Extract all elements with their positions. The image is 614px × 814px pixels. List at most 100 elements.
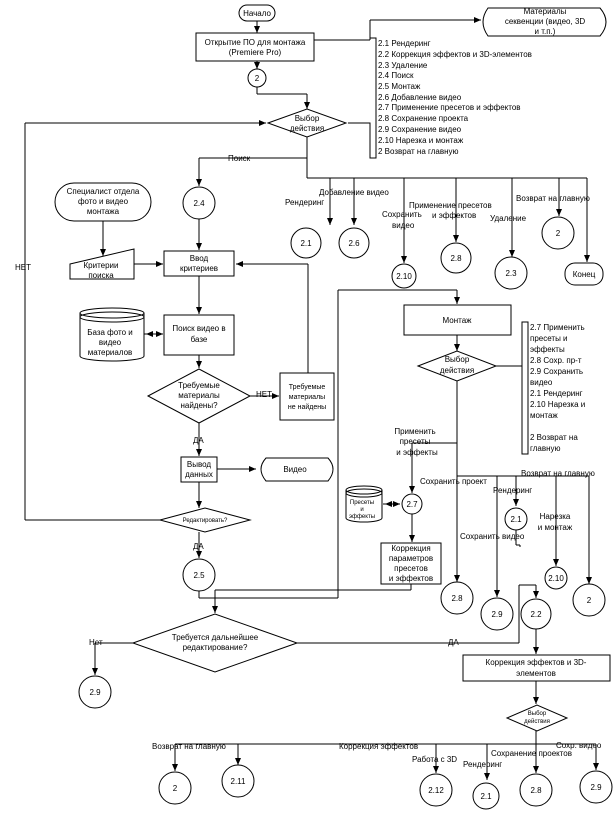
montage-apply-label-2: пресеты: [400, 437, 431, 446]
circle-2-1-top-label: 2.1: [300, 239, 312, 248]
circle-2-10-top-label: 2.10: [396, 272, 412, 281]
main-menu-item: 2.10 Нарезка и монтаж: [378, 136, 464, 145]
circle-2-3-top: [494, 256, 528, 290]
branch-save-video-label-1: Сохранить: [382, 210, 422, 219]
input-criteria-label-1: Ввод: [190, 254, 209, 263]
correction-presets-label-4: и эффектов: [389, 574, 433, 583]
circle-2-1-montage-label: 2.1: [510, 515, 522, 524]
net-label: Нет: [89, 638, 103, 647]
montage-menu-item: 2 Возврат на: [530, 433, 578, 442]
choose-action-diamond: [266, 108, 348, 138]
media-sequence-label-2: секвенции (видео, 3D: [505, 17, 586, 26]
montage-menu-item: 2.1 Рендеринг: [530, 389, 583, 398]
not-found-box: [279, 372, 335, 421]
main-menu-item: 2.7 Применение пресетов и эффектов: [378, 103, 521, 112]
circle-2-top-right-label: 2: [556, 229, 561, 238]
circle-2-11: [221, 764, 255, 798]
montage-menu-item: 2.10 Нарезка и: [530, 400, 585, 409]
found-label-2: материалы: [178, 391, 220, 400]
video-label: Видео: [283, 465, 307, 474]
db-label-1: База фото и: [87, 328, 133, 337]
further-edit-label-1: Требуется дальнейшее: [172, 633, 259, 642]
circle-2-4-label: 2.4: [193, 199, 205, 208]
circle-2-1-bottom: [472, 782, 500, 810]
open-app-label-2: (Premiere Pro): [229, 48, 282, 57]
found-label-1: Требуемые: [178, 381, 220, 390]
circle-2-8-bottom: [519, 773, 553, 807]
montage-return-label: Возврат на главную: [521, 469, 595, 478]
no-label: НЕТ: [256, 390, 272, 399]
bottom-save-proj-label: Сохранение проектов: [491, 749, 572, 758]
not-found-label-2: материалы: [289, 394, 325, 401]
not-found-label-3: не найдены: [288, 403, 326, 411]
circle-2-6-top-label: 2.6: [348, 239, 360, 248]
open-app-box: [195, 32, 315, 62]
montage-menu-item: пресеты и: [530, 334, 568, 343]
montage-menu-item: 2.7 Применить: [530, 323, 585, 332]
main-menu-list: 2.1 Рендеринг 2.2 Коррекция эффектов и 3…: [378, 39, 532, 156]
found-label-3: найдены?: [180, 401, 218, 410]
search-branch-label: Поиск: [228, 154, 251, 163]
circle-2-7-label: 2.7: [406, 500, 418, 509]
circle-2-8-montage: [440, 581, 474, 615]
montage-apply-label-1: Применить: [394, 427, 435, 436]
circle-2-2-label: 2.2: [530, 610, 542, 619]
net-left-label: НЕТ: [15, 263, 31, 272]
montage-box: [403, 304, 512, 336]
circle-2-montage: [572, 583, 606, 617]
choose-action-small-diamond: [505, 704, 569, 732]
bottom-save-video-label: Сохр. видео: [556, 741, 602, 750]
correction-presets-label-2: параметров: [389, 554, 433, 563]
correction-3d-label-1: Коррекция эффектов и 3D-: [486, 658, 587, 667]
montage-choose-label-2: действия: [440, 366, 474, 375]
media-sequence-label-3: и т.п.): [535, 27, 556, 36]
circle-2-6-top: [338, 227, 370, 259]
db-label-2: видео: [99, 338, 122, 347]
montage-menu-item: эффекты: [530, 345, 565, 354]
end-terminal: [564, 262, 604, 286]
choose-action-label-1: Выбор: [295, 114, 320, 123]
main-menu-item: 2.4 Поиск: [378, 71, 414, 80]
circle-2-9-no-label: 2.9: [89, 688, 101, 697]
montage-menu-item: 2.8 Сохр. пр-т: [530, 356, 582, 365]
circle-2-5-label: 2.5: [193, 571, 205, 580]
specialist-label-3: монтажа: [87, 207, 120, 216]
presets-db-label-3: эффекты: [349, 514, 375, 520]
montage-menu-item: монтаж: [530, 411, 558, 420]
montage-label: Монтаж: [443, 316, 473, 325]
circle-2-12: [419, 773, 453, 807]
circle-2-bottom: [158, 771, 192, 805]
not-found-label-1: Требуемые: [289, 383, 326, 391]
montage-cut-label-1: Нарезка: [540, 512, 571, 521]
output-box: [180, 456, 218, 483]
criteria-label-1: Критерии: [84, 261, 119, 270]
search-db-label-2: базе: [191, 335, 208, 344]
output-label-1: Вывод: [187, 460, 212, 469]
montage-apply-label-3: и эффекты: [396, 448, 438, 457]
montage-menu-item: главную: [530, 444, 561, 453]
circle-2-9-bottom-label: 2.9: [590, 783, 602, 792]
edit-label: Редактировать?: [183, 518, 228, 524]
circle-2-10-top: [391, 263, 417, 289]
circle-2-1-bottom-label: 2.1: [480, 792, 492, 801]
output-label-2: данных: [185, 470, 213, 479]
circle-2-bottom-label: 2: [173, 784, 178, 793]
main-menu-item: 2.8 Сохранение проекта: [378, 114, 469, 123]
montage-menu-list: 2.7 Применить пресеты и эффекты 2.8 Сохр…: [530, 323, 585, 453]
circle-2-9-montage-label: 2.9: [491, 610, 503, 619]
video-output: [260, 457, 334, 482]
search-db-label-1: Поиск видео в: [172, 324, 225, 333]
circle-2-9-montage: [480, 597, 514, 631]
input-criteria-box: [163, 250, 235, 277]
connector-2-top-label: 2: [255, 74, 260, 83]
circle-2-8-bottom-label: 2.8: [530, 786, 542, 795]
bottom-correction-label: Коррекция эффектов: [339, 742, 418, 751]
main-menu-item: 2.2 Коррекция эффектов и 3D-элементов: [378, 50, 532, 59]
main-menu-item: 2.9 Сохранение видео: [378, 125, 462, 134]
end-label: Конец: [573, 270, 596, 279]
branch-return-label: Возврат на главную: [516, 194, 590, 203]
circle-2-8-montage-label: 2.8: [451, 594, 463, 603]
yes-label-2: ДА: [193, 542, 204, 551]
main-menu-item: 2.3 Удаление: [378, 61, 428, 70]
